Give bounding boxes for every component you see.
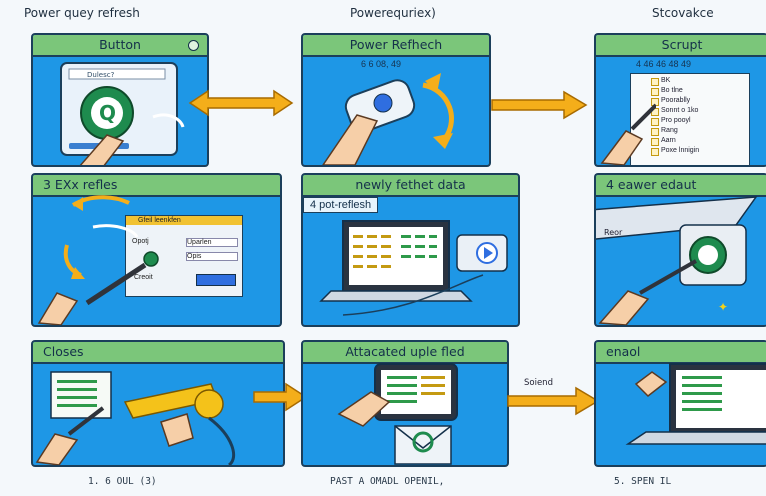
status-dot-icon — [188, 40, 199, 51]
arrow-row3-left — [252, 382, 308, 417]
script-digits: 4 46 46 48 49 — [636, 59, 692, 69]
eawer-illustration: Reor ✦ — [596, 196, 758, 325]
arrow-row1-right — [490, 90, 590, 125]
panel-newly-fetched: newly fethet data 4 pot-reflesh — [301, 173, 520, 327]
panel-title: Power Refhech — [303, 35, 489, 57]
checkbox-icon — [651, 138, 659, 146]
arrow-row1-left — [186, 88, 296, 123]
panel-subtitle: 4 pot-reflesh — [303, 197, 379, 213]
panel-power-refresh: Power Refhech 6 6 08, 49 — [301, 33, 491, 167]
script-list-item: Sonnt o 1ko — [651, 106, 749, 116]
script-list-item: Bo tlne — [651, 86, 749, 96]
caption-right: 5. SPEN IL — [614, 476, 672, 487]
script-list-item: Poorablly — [651, 96, 749, 106]
panel-title: 4 eawer edaut — [596, 175, 766, 197]
script-list-item-label: Poxe lnnigin — [661, 147, 700, 154]
panel-title: enaol — [596, 342, 766, 364]
top-label-middle: Powerequriex) — [350, 6, 436, 20]
script-list-item-label: Sonnt o 1ko — [661, 107, 699, 114]
dialog-button[interactable]: Creoit — [134, 274, 153, 281]
top-label-right: Stcovakce — [652, 6, 714, 20]
checkbox-icon — [651, 118, 659, 126]
panel-title: Scrupt — [596, 35, 766, 57]
checkbox-icon — [651, 88, 659, 96]
checkbox-icon — [651, 128, 659, 136]
top-label-left: Power quey refresh — [24, 6, 140, 20]
button-key-letter: Q — [99, 101, 116, 125]
script-list-item-label: Poorablly — [661, 97, 691, 104]
panel-title: Attacated uple fled — [303, 342, 507, 364]
panel-title: Closes — [33, 342, 283, 364]
script-list-item: BK — [651, 76, 749, 86]
refresh-illustration — [322, 73, 454, 165]
script-list-item-label: Rang — [661, 127, 678, 134]
panel-enaol: enaol — [594, 340, 766, 467]
laptop-spreadsheet-illustration — [319, 220, 508, 316]
dialog-field-3: Opis — [186, 252, 238, 261]
dialog-field-1: Opotj — [132, 238, 149, 245]
panel-title: Button — [33, 35, 207, 57]
script-list-item-label: BK — [661, 77, 671, 84]
script-list-item-label: Bo tlne — [661, 87, 683, 94]
closes-illustration — [35, 371, 236, 465]
panel-closes: Closes — [31, 340, 285, 467]
panel-title: 3 EXx refles — [33, 175, 280, 197]
dialog-field-2: Uparlen — [186, 238, 238, 247]
checkbox-icon — [651, 78, 659, 86]
panel-button: Button Dulesc? Q — [31, 33, 209, 167]
button-window-illustration: Dulesc? Q — [60, 62, 185, 165]
arrow-row3-right — [506, 386, 602, 421]
checkbox-icon — [651, 148, 659, 156]
panel-attacated: Attacated uple fled — [301, 340, 509, 467]
panel-eawer-edaut: 4 eawer edaut Reor ✦ — [594, 173, 766, 327]
svg-text:✦: ✦ — [718, 300, 728, 314]
attachment-illustration — [337, 363, 458, 465]
panel-title: newly fethet data — [303, 175, 518, 197]
script-list-item: Aarn — [651, 136, 749, 146]
script-list-item: Poxe lnnigin — [651, 146, 749, 156]
window-title: Dulesc? — [87, 71, 115, 79]
script-list-item-label: Pro pooyl — [661, 117, 691, 124]
exx-illustration — [37, 195, 159, 325]
script-list-item: Pro pooyl — [651, 116, 749, 126]
caption-left: 1. 6 OUL (3) — [88, 476, 157, 487]
refresh-digits: 6 6 08, 49 — [361, 59, 402, 69]
dialog-title: Gfeil leenkfen — [126, 216, 242, 225]
caption-middle: PAST A OMADL OPENIL, — [330, 476, 445, 487]
eawer-box-label: Reor — [604, 228, 623, 237]
dialog-ok-bar[interactable] — [196, 274, 236, 286]
laptop-illustration — [625, 363, 766, 445]
script-list-item-label: Aarn — [661, 137, 676, 144]
script-list-item: Rang — [651, 126, 749, 136]
side-label: Soiend — [524, 378, 553, 388]
hand-pen-illustration — [600, 103, 656, 165]
panel-exx-refles: 3 EXx refles Gfeil leenkfen Opotj Uparle… — [31, 173, 282, 327]
